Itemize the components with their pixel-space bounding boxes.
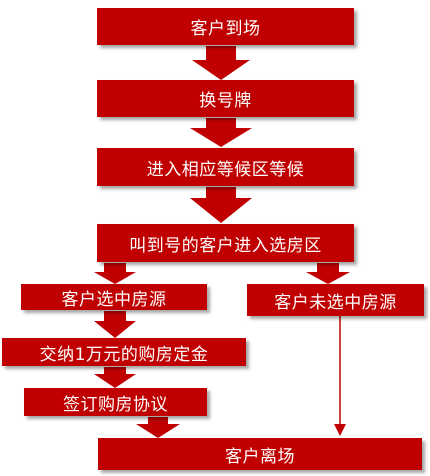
step-label: 客户到场: [190, 19, 261, 39]
step-label: 签订购房协议: [63, 394, 168, 415]
step-label: 进入相应等候区等候: [146, 159, 305, 180]
arrow-sign-to-leave: [136, 417, 180, 438]
arrowhead-not-chosen-to-leave: [334, 424, 346, 436]
arrow-arrive-to-number: [192, 46, 250, 80]
step-unit-not-chosen: 客户未选中房源: [247, 284, 424, 316]
arrow-called-to-chosen: [94, 263, 136, 284]
step-label: 客户选中房源: [61, 289, 167, 310]
step-unit-chosen: 客户选中房源: [21, 284, 207, 310]
arrow-chosen-to-deposit: [94, 311, 136, 338]
step-sign-agreement: 签订购房协议: [24, 388, 207, 416]
step-label: 换号牌: [199, 91, 252, 111]
step-customer-arrive: 客户到场: [97, 8, 354, 45]
step-customer-leave: 客户离场: [98, 438, 422, 470]
step-pay-deposit: 交纳1万元的购房定金: [2, 338, 246, 366]
arrow-deposit-to-sign: [94, 367, 136, 388]
step-label: 客户未选中房源: [274, 292, 397, 313]
step-label: 交纳1万元的购房定金: [39, 344, 209, 365]
step-exchange-number: 换号牌: [97, 80, 354, 117]
step-label: 叫到号的客户进入选房区: [129, 235, 322, 256]
arrow-called-to-not-chosen: [306, 263, 350, 284]
step-label: 客户离场: [225, 446, 295, 467]
step-enter-waiting-area: 进入相应等候区等候: [97, 148, 354, 186]
arrow-number-to-wait: [190, 118, 252, 147]
arrow-wait-to-called: [190, 187, 252, 223]
step-called-enter-selection: 叫到号的客户进入选房区: [97, 224, 354, 262]
